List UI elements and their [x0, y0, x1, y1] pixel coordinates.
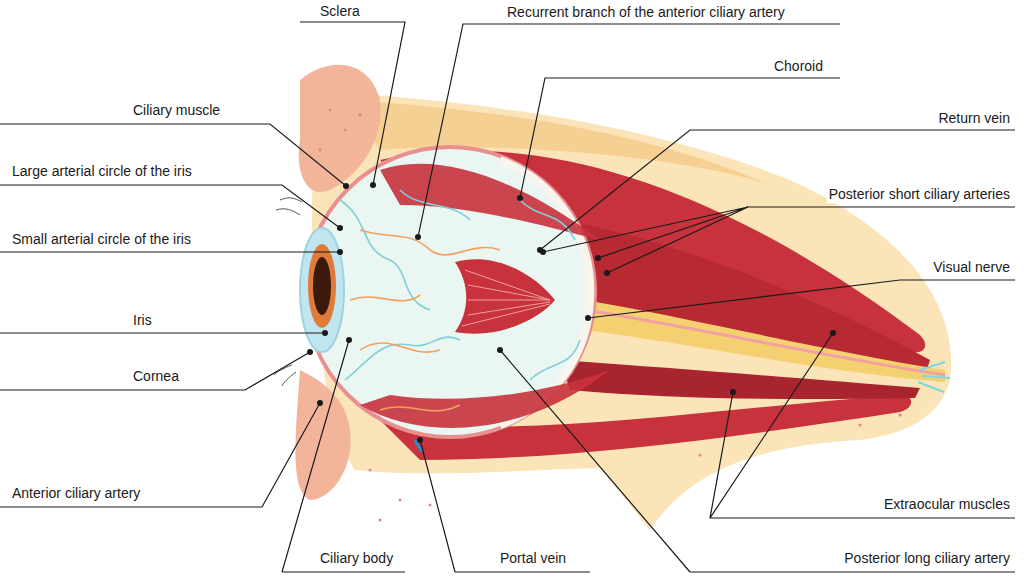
part-label: Recurrent branch of the anterior ciliary…: [505, 4, 787, 21]
part-label: Portal vein: [498, 550, 568, 567]
pupil: [313, 257, 331, 315]
part-label: Sclera: [318, 3, 362, 20]
part-label: Anterior ciliary artery: [10, 485, 142, 502]
iris: [308, 244, 336, 328]
part-label: Cornea: [131, 368, 181, 385]
part-label: Ciliary muscle: [131, 102, 222, 119]
ciliary-fan: [455, 259, 555, 333]
leader-lines: [0, 22, 1015, 572]
part-label: Large arterial circle of the iris: [10, 163, 194, 180]
part-label: Ciliary body: [318, 550, 395, 567]
part-label: Choroid: [772, 58, 825, 75]
part-label: Posterior short ciliary arteries: [827, 186, 1012, 203]
leader-dots: [307, 182, 836, 443]
part-label: Small arterial circle of the iris: [10, 231, 193, 248]
part-label: Extraocular muscles: [882, 496, 1012, 513]
part-label: Iris: [131, 312, 154, 329]
part-label: Posterior long ciliary artery: [842, 550, 1012, 567]
inferior-muscle-front: [360, 370, 610, 428]
fan-lines: [462, 270, 550, 326]
part-label: Visual nerve: [931, 259, 1012, 276]
nerve-fibers: [918, 362, 950, 392]
vessels: [340, 190, 580, 452]
eyelashes: [274, 198, 302, 386]
part-label: Return vein: [936, 110, 1012, 127]
nerve-vessel: [585, 310, 945, 375]
